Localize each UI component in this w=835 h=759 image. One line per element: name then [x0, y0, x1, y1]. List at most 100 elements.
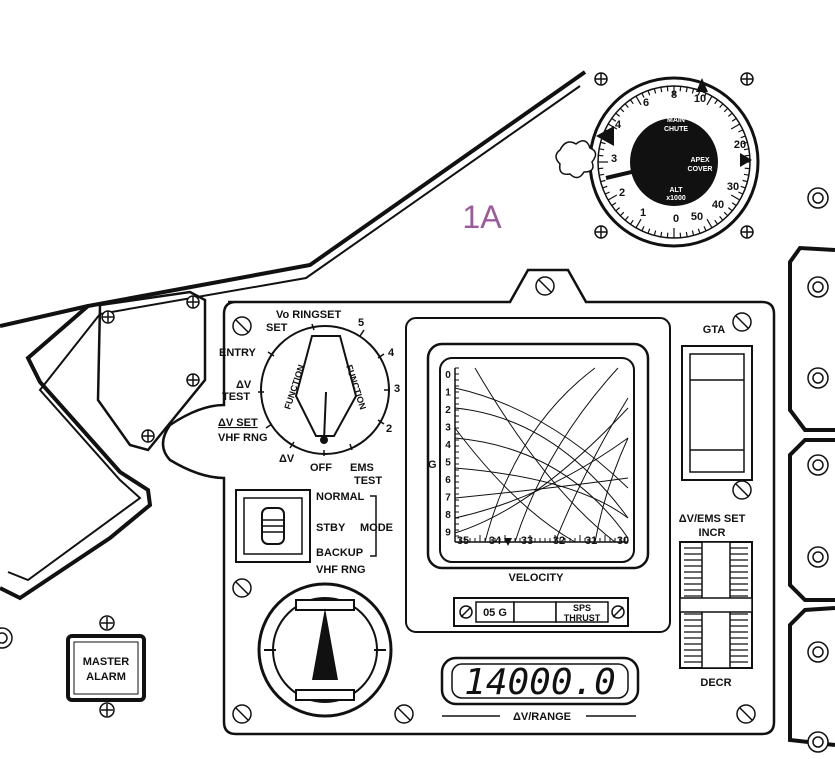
altimeter-tick	[607, 123, 618, 130]
dv-range-readout: 14000.0	[464, 662, 616, 703]
altimeter-tick	[742, 141, 748, 145]
pos-4: 4	[388, 347, 395, 359]
alt-scale-40: 40	[712, 199, 724, 211]
scroll-curve	[454, 477, 629, 499]
altimeter-tick	[723, 107, 729, 113]
side-plate	[96, 290, 207, 452]
altimeter-tick	[719, 103, 724, 108]
altimeter-tick	[731, 202, 737, 207]
dv-ems-set-label: ΔV/EMS SET	[679, 513, 746, 525]
velocity-tick-label: 32	[553, 535, 565, 547]
altimeter-tick	[641, 92, 645, 98]
dv-ems-set-wheel[interactable]	[679, 541, 753, 669]
function-switch-knob[interactable]	[294, 335, 358, 437]
altimeter-cover-label: COVER	[688, 166, 713, 173]
altimeter-tick	[728, 112, 733, 117]
alt-scale-20: 20	[734, 139, 746, 151]
altimeter-main-chute-marker	[596, 126, 614, 146]
altimeter-tick	[685, 231, 688, 237]
altimeter-adjust-knob[interactable]	[555, 140, 597, 179]
altimeter-tick	[611, 202, 617, 207]
master-alarm-button[interactable]	[66, 615, 146, 718]
velocity-tick-label: 34	[489, 535, 502, 547]
altimeter-tick	[738, 129, 744, 133]
mode-stby-label: STBY	[316, 522, 346, 534]
panel-outline	[0, 70, 587, 601]
altimeter-tick	[647, 90, 651, 96]
altimeter-tick	[714, 219, 719, 225]
altimeter-tick	[685, 87, 688, 93]
altimeter-tick	[653, 88, 657, 94]
altimeter-tick	[719, 216, 724, 221]
g-tick-label: 7	[445, 493, 451, 504]
alt-scale-6: 6	[643, 97, 649, 109]
altimeter-tick	[660, 231, 663, 237]
ems-panel-body	[161, 268, 776, 736]
altimeter-tick	[615, 112, 620, 117]
mode-bracket	[370, 495, 377, 557]
master-alarm-line1: MASTER	[83, 656, 130, 668]
pos-3: 3	[394, 383, 400, 395]
alt-scale-10: 10	[694, 93, 706, 105]
g-tick-label: 9	[445, 528, 451, 539]
altimeter-tick	[619, 107, 625, 113]
alt-scale-30: 30	[727, 181, 739, 193]
gta-switch[interactable]	[681, 345, 753, 481]
scroll-curve	[454, 387, 629, 489]
pos-test: TEST	[222, 391, 250, 403]
indicator-sps-label: SPS	[573, 603, 591, 613]
mode-switch[interactable]	[235, 489, 311, 563]
dv-ems-incr-label: INCR	[699, 527, 726, 539]
altimeter-tick	[743, 173, 749, 176]
altimeter-tick	[742, 179, 748, 183]
altimeter-tick	[635, 218, 642, 229]
side-plate-screws	[101, 295, 200, 443]
altimeter-tick	[740, 185, 746, 189]
scroll-curve	[554, 397, 629, 543]
altimeter-chute-label: CHUTE	[664, 126, 688, 133]
alt-scale-3: 3	[611, 153, 617, 165]
pos-off: OFF	[310, 462, 332, 474]
scroll-curve	[454, 407, 629, 534]
altimeter-ticks	[598, 86, 750, 238]
scroll-curve	[454, 407, 629, 519]
indicator-thrust-label: THRUST	[564, 613, 601, 623]
altimeter-tick	[599, 173, 605, 176]
altimeter-tick	[629, 99, 634, 105]
altimeter-tick	[706, 218, 713, 229]
altimeter-tick	[619, 211, 625, 217]
altimeter-tick	[607, 194, 618, 201]
gta-label: GTA	[703, 324, 725, 336]
scroll-curve	[454, 467, 629, 519]
function-switch[interactable]: FUNCTION FUNCTION	[258, 323, 390, 456]
g-axis-label: G	[428, 459, 437, 471]
velocity-label: VELOCITY	[508, 572, 564, 584]
scroll-curve	[454, 437, 629, 519]
g-tick-label: 1	[445, 388, 451, 399]
function-switch-pointer	[323, 391, 327, 441]
altimeter-tick	[714, 99, 719, 105]
pos-ems: EMS	[350, 462, 374, 474]
pos-vhf-rng: VHF RNG	[218, 432, 268, 444]
scroll-curve	[594, 437, 629, 543]
g-tick-label: 6	[445, 475, 451, 486]
altimeter-tick	[723, 211, 729, 217]
altimeter-tick	[731, 117, 737, 122]
scroll-curve	[514, 367, 619, 543]
altimeter-tick	[602, 185, 608, 189]
altimeter-tick	[624, 103, 629, 108]
g-tick-label: 4	[445, 440, 451, 451]
altimeter-tick	[604, 191, 610, 195]
pos-dv-set: ΔV SET	[218, 417, 258, 429]
indicator-sps-thrust	[555, 601, 609, 623]
altimeter-screws	[594, 72, 754, 239]
pos-5: 5	[358, 317, 364, 329]
alt-scale-2: 2	[619, 187, 625, 199]
altimeter-tick	[703, 92, 707, 98]
mode-normal-label: NORMAL	[316, 491, 365, 503]
velocity-minor-ticks	[454, 367, 626, 543]
scroll-curve	[474, 367, 616, 543]
altimeter-tick	[728, 207, 733, 212]
